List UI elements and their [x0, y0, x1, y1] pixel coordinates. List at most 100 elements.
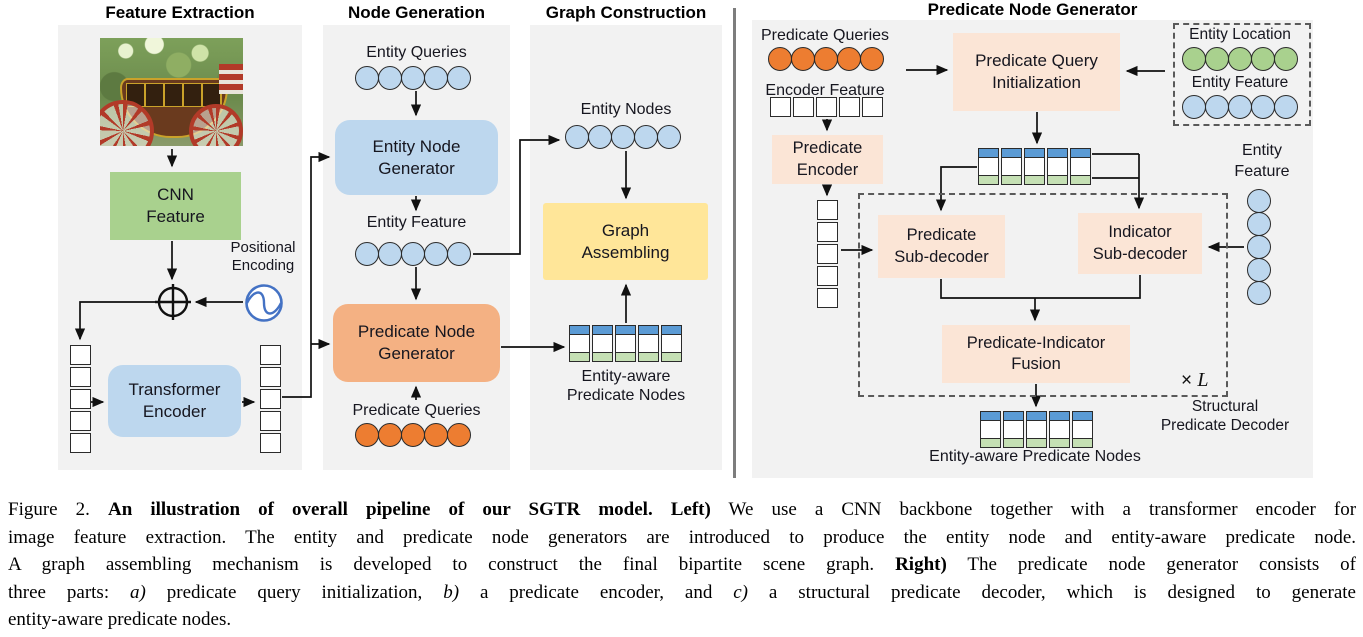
predicate-node-generator-title: Predicate Node Generator	[927, 0, 1138, 19]
predicate-queries-circles	[355, 423, 471, 447]
predicate-node-token	[978, 148, 999, 185]
entity-node-circle	[634, 125, 658, 149]
indicator-sub-decoder-box: Indicator Sub-decoder	[1078, 213, 1202, 274]
entity-query-circle	[355, 66, 379, 90]
entity-feature-circle	[355, 242, 379, 266]
entity-query-circle	[447, 66, 471, 90]
predicate-query-circle	[447, 423, 471, 447]
encoder-feature-square	[770, 97, 791, 117]
entity-node-circle	[611, 125, 635, 149]
entity-query-circle	[378, 66, 402, 90]
entity-nodes-label: Entity Nodes	[580, 101, 672, 118]
predicate-encoder-box: Predicate Encoder	[772, 135, 883, 184]
rp-entity-feature-label: Entity Feature	[1234, 142, 1290, 180]
cnn-feature-box: CNN Feature	[110, 172, 241, 240]
entity-query-circle	[401, 66, 425, 90]
feature-token	[260, 345, 281, 365]
input-image	[100, 38, 243, 146]
entity-node-circle	[657, 125, 681, 149]
entity-location-circles	[1182, 47, 1298, 71]
predicate-node-token	[661, 325, 682, 362]
predicate-node-token	[1049, 411, 1070, 448]
predicate-query-circle	[424, 423, 448, 447]
predicate-node-token	[638, 325, 659, 362]
predicate-query-initialization-box: Predicate Query Initialization	[953, 33, 1120, 111]
entity-feature-label: Entity Feature	[366, 214, 467, 231]
feature-token-stack-right	[260, 345, 281, 453]
figure-caption: Figure 2. An illustration of overall pip…	[8, 496, 1356, 634]
rp-entity-feature-circle-stack	[1247, 189, 1271, 305]
rp-predicate-queries-circles	[768, 47, 884, 71]
predicate-node-token	[592, 325, 613, 362]
predicate-node-token	[615, 325, 636, 362]
feature-token	[70, 433, 91, 453]
entity-feature-circle	[1274, 95, 1298, 119]
carriage-cart	[219, 64, 243, 94]
rp-output-tokens	[980, 411, 1093, 448]
encoder-feature-square	[793, 97, 814, 117]
rp-output-label: Entity-aware Predicate Nodes	[929, 448, 1141, 465]
l-symbol: L	[1197, 369, 1209, 391]
entity-feature-circle	[378, 242, 402, 266]
entity-feature-circle	[1205, 95, 1229, 119]
predicate-node-token	[1026, 411, 1047, 448]
panel-divider	[733, 8, 736, 478]
entity-location-circle	[1274, 47, 1298, 71]
predicate-queries-label: Predicate Queries	[352, 402, 481, 419]
rp-predicate-queries-label: Predicate Queries	[760, 27, 890, 44]
predicate-node-generator-box: Predicate Node Generator	[333, 304, 500, 382]
encoded-feature-square	[817, 266, 838, 286]
carriage-wheel-right	[189, 104, 243, 146]
predicate-node-token	[980, 411, 1001, 448]
feature-token	[260, 367, 281, 387]
predicate-node-token	[1072, 411, 1093, 448]
feature-token	[260, 433, 281, 453]
entity-queries-label: Entity Queries	[366, 44, 467, 61]
entity-feature-circle	[401, 242, 425, 266]
predicate-query-circle	[860, 47, 884, 71]
entity-feature-dashed-label: Entity Feature	[1191, 74, 1289, 91]
predicate-query-circle	[378, 423, 402, 447]
feature-extraction-title: Feature Extraction	[105, 3, 255, 22]
encoded-feature-square	[817, 244, 838, 264]
feature-token	[260, 411, 281, 431]
structural-predicate-decoder-dashed-box	[858, 193, 1228, 397]
entity-feature-circle	[1247, 189, 1271, 213]
predicate-node-token	[1001, 148, 1022, 185]
entity-feature-circle	[447, 242, 471, 266]
encoder-feature-square	[839, 97, 860, 117]
graph-construction-title: Graph Construction	[545, 3, 707, 22]
structural-predicate-decoder-label: Structural Predicate Decoder	[1160, 398, 1290, 434]
predicate-query-circle	[814, 47, 838, 71]
entity-info-dashed-box	[1173, 23, 1311, 126]
entity-location-circle	[1182, 47, 1206, 71]
predicate-query-circle	[768, 47, 792, 71]
predicate-query-circle	[837, 47, 861, 71]
feature-token	[70, 411, 91, 431]
entity-nodes-circles	[565, 125, 681, 149]
predicate-query-circle	[401, 423, 425, 447]
positional-encoding-label: Positional Encoding	[230, 239, 296, 274]
entity-feature-circle	[424, 242, 448, 266]
entity-feature-circle	[1182, 95, 1206, 119]
feature-token	[70, 389, 91, 409]
caption-line: entity-aware predicate nodes.	[8, 609, 232, 630]
feature-token	[70, 367, 91, 387]
entity-location-circle	[1251, 47, 1275, 71]
feature-token	[70, 345, 91, 365]
initialized-predicate-tokens	[978, 148, 1091, 185]
predicate-node-token	[1070, 148, 1091, 185]
carriage-windows	[126, 83, 222, 107]
times-l-label: × L	[1181, 369, 1209, 392]
entity-node-circle	[588, 125, 612, 149]
encoder-feature-squares	[770, 97, 883, 117]
entity-aware-predicate-nodes-tokens	[569, 325, 682, 362]
feature-token-stack-left	[70, 345, 91, 453]
graph-assembling-box: Graph Assembling	[543, 203, 708, 280]
predicate-sub-decoder-box: Predicate Sub-decoder	[878, 215, 1005, 278]
entity-feature-circle	[1247, 235, 1271, 259]
entity-location-circle	[1228, 47, 1252, 71]
entity-aware-predicate-nodes-label: Entity-aware Predicate Nodes	[566, 368, 686, 404]
predicate-node-token	[1047, 148, 1068, 185]
